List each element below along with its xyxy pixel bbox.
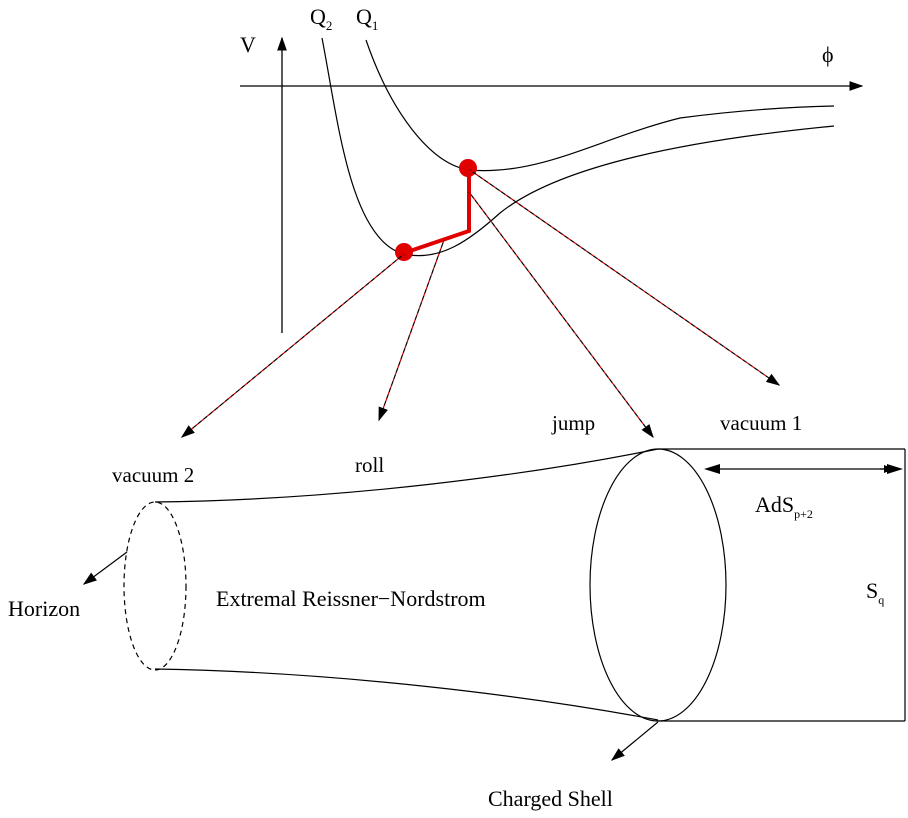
vacuum-2-indicator <box>180 253 405 438</box>
ads-sub: p+2 <box>794 507 813 521</box>
q2-curve-label: Q2 <box>310 4 332 33</box>
charged-shell-pointer <box>610 721 659 761</box>
q1-potential-curve <box>365 39 835 172</box>
vacuum-2-point <box>395 243 413 261</box>
ads-arrow-right-head <box>887 464 903 474</box>
horizon-pointer <box>82 551 128 585</box>
horizon-label: Horizon <box>8 596 80 621</box>
q2-potential-curve <box>321 37 835 257</box>
charged-shell-ellipse <box>589 448 727 722</box>
sphere-base: S <box>866 578 878 603</box>
q2-base: Q <box>310 4 326 29</box>
jump-label: jump <box>551 411 595 435</box>
phi-axis-label: ϕ <box>822 42 834 67</box>
jump-indicator <box>468 191 654 439</box>
vacuum-1-indicator <box>469 169 781 386</box>
q1-base: Q <box>356 4 372 29</box>
ads-arrow-left-head <box>704 464 720 474</box>
ads-base: AdS <box>755 492 794 517</box>
throat-lower-edge <box>154 668 659 721</box>
v-axis-label: V <box>240 32 256 57</box>
sphere-label: Sq <box>866 578 884 607</box>
q1-curve-label: Q1 <box>356 4 378 33</box>
q1-sub: 1 <box>372 18 379 33</box>
extremal-rn-label: Extremal Reissner−Nordstrom <box>216 586 486 611</box>
horizon-ellipse <box>123 501 187 671</box>
sphere-sub: q <box>878 593 884 607</box>
vacuum-1-label: vacuum 1 <box>720 411 802 435</box>
charged-shell-label: Charged Shell <box>488 786 613 811</box>
throat-upper-edge <box>154 448 659 503</box>
roll-indicator <box>378 239 445 422</box>
q2-sub: 2 <box>326 18 333 33</box>
vacuum-1-point <box>459 159 477 177</box>
vacuum-2-label: vacuum 2 <box>112 463 194 487</box>
transition-path <box>403 170 471 255</box>
roll-label: roll <box>355 453 384 477</box>
ads-label: AdSp+2 <box>755 492 813 521</box>
